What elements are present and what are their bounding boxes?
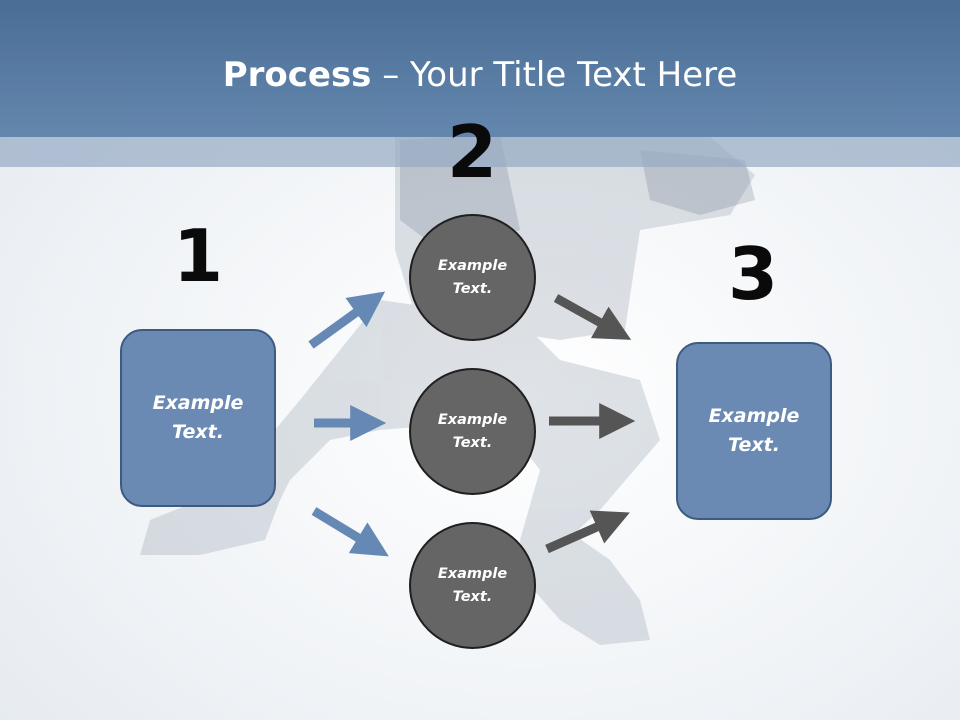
arrow-to-top-circle xyxy=(308,291,386,349)
title-bold-part: Process xyxy=(222,55,372,95)
circle-top-text: Example Text. xyxy=(437,257,508,297)
circle-middle: Example Text. xyxy=(409,368,536,495)
step-number-1: 1 xyxy=(172,214,224,298)
title-rest-part: – Your Title Text Here xyxy=(371,55,738,95)
left-box-text: Example Text. xyxy=(152,392,244,443)
title-bar xyxy=(0,0,960,137)
title-underband xyxy=(0,137,960,167)
circle-middle-text: Example Text. xyxy=(437,411,508,451)
circle-bottom: Example Text. xyxy=(409,522,536,649)
right-process-box: Example Text. xyxy=(676,342,832,520)
circle-top: Example Text. xyxy=(409,214,536,341)
right-box-text: Example Text. xyxy=(708,405,800,456)
slide-title: Process – Your Title Text Here xyxy=(0,52,960,98)
left-process-box: Example Text. xyxy=(120,329,276,507)
arrow-from-top-circle xyxy=(553,294,632,340)
step-number-3: 3 xyxy=(727,232,779,316)
circle-bottom-text: Example Text. xyxy=(437,565,508,605)
arrow-from-bottom-circle xyxy=(545,510,630,554)
step-number-2: 2 xyxy=(446,110,498,194)
arrow-to-bottom-circle xyxy=(311,507,389,557)
